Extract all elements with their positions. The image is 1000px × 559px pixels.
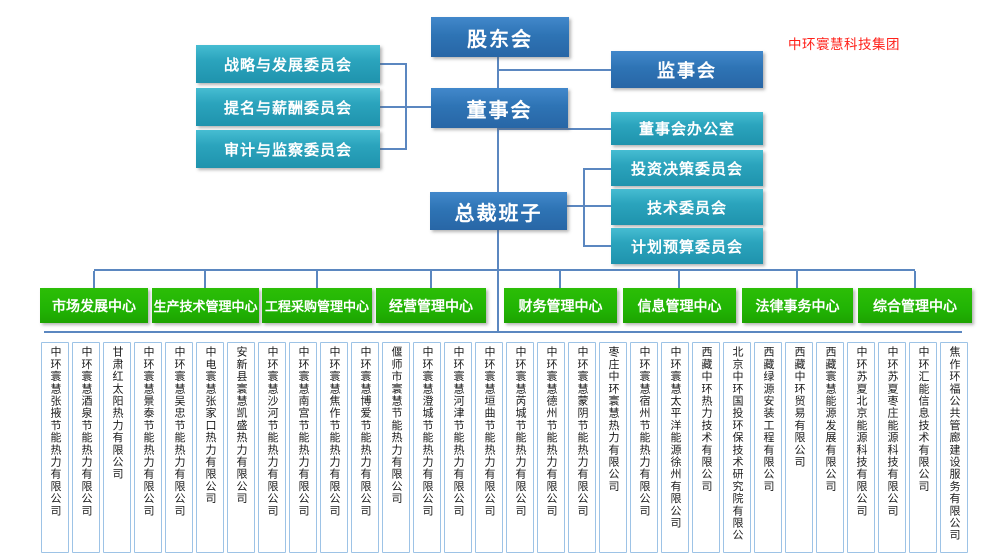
subsidiary-box: 中环寰慧吴忠节能热力有限公司 xyxy=(165,342,193,553)
committee-box: 审计与监察委员会 xyxy=(196,130,380,168)
connector-line xyxy=(316,271,318,288)
president-team-box: 总裁班子 xyxy=(430,192,567,230)
shareholders-meeting-box: 股东会 xyxy=(431,17,569,57)
subsidiary-box: 西藏寰慧能源发展有限公司 xyxy=(816,342,844,553)
committee-box: 投资决策委员会 xyxy=(611,150,763,186)
supervisory-board-box: 监事会 xyxy=(611,51,763,88)
connector-line xyxy=(94,269,915,271)
center-box: 工程采购管理中心 xyxy=(262,288,372,323)
connector-line xyxy=(497,69,611,71)
connector-line xyxy=(796,271,798,288)
connector-line xyxy=(380,106,431,108)
subsidiary-box: 中环寰慧澄城节能热力有限公司 xyxy=(413,342,441,553)
connector-line xyxy=(497,128,611,130)
committee-box: 董事会办公室 xyxy=(611,112,763,145)
subsidiary-box: 中环寰慧南宫节能热力有限公司 xyxy=(289,342,317,553)
connector-line xyxy=(583,168,612,170)
subsidiary-box: 西藏中环贸易有限公司 xyxy=(785,342,813,553)
connector-line xyxy=(559,271,561,288)
connector-line xyxy=(380,148,407,150)
center-box: 市场发展中心 xyxy=(40,288,148,323)
subsidiary-box: 中电寰慧张家口热力有限公司 xyxy=(196,342,224,553)
subsidiary-box: 中环汇能信息技术有限公司 xyxy=(909,342,937,553)
subsidiary-box: 北京中环国投环保技术研究院有限公司 xyxy=(723,342,751,553)
center-box: 经营管理中心 xyxy=(376,288,486,323)
connector-line xyxy=(497,128,499,192)
subsidiary-box: 中环寰慧张掖节能热力有限公司 xyxy=(41,342,69,553)
subsidiary-box: 中环苏夏枣庄能源科技有限公司 xyxy=(878,342,906,553)
subsidiary-box: 中环寰慧太平洋能源徐州有限公司 xyxy=(661,342,689,553)
connector-line xyxy=(678,271,680,288)
group-title: 中环寰慧科技集团 xyxy=(788,37,900,53)
center-box: 财务管理中心 xyxy=(504,288,617,323)
subsidiary-box: 西藏绿源安装工程有限公司 xyxy=(754,342,782,553)
connector-line xyxy=(567,205,612,207)
subsidiary-box: 中环寰慧芮城节能热力有限公司 xyxy=(506,342,534,553)
subsidiary-box: 中环寰慧博爱节能热力有限公司 xyxy=(351,342,379,553)
connector-line xyxy=(204,271,206,288)
connector-line xyxy=(380,63,407,65)
committee-box: 提名与薪酬委员会 xyxy=(196,88,380,126)
subsidiary-box: 焦作环福公共管廊建设服务有限公司 xyxy=(940,342,968,553)
board-of-directors-box: 董事会 xyxy=(431,88,568,128)
subsidiary-box: 偃师市寰慧节能热力有限公司 xyxy=(382,342,410,553)
committee-box: 战略与发展委员会 xyxy=(196,45,380,83)
subsidiary-box: 中环寰慧景泰节能热力有限公司 xyxy=(134,342,162,553)
subsidiary-box: 中环寰慧蒙阴节能热力有限公司 xyxy=(568,342,596,553)
connector-line xyxy=(583,168,585,247)
subsidiary-box: 中环寰慧沙河节能热力有限公司 xyxy=(258,342,286,553)
connector-line xyxy=(430,271,432,288)
connector-line xyxy=(497,57,499,88)
subsidiary-box: 中环寰慧垣曲节能热力有限公司 xyxy=(475,342,503,553)
subsidiary-box: 中环寰慧德州节能热力有限公司 xyxy=(537,342,565,553)
committee-box: 技术委员会 xyxy=(611,189,763,225)
subsidiary-box: 中环寰慧宿州节能热力有限公司 xyxy=(630,342,658,553)
center-box: 综合管理中心 xyxy=(858,288,972,323)
subsidiary-box: 枣庄中环寰慧热力有限公司 xyxy=(599,342,627,553)
subsidiary-box: 中环寰慧河津节能热力有限公司 xyxy=(444,342,472,553)
subsidiary-box: 西藏中环热力技术有限公司 xyxy=(692,342,720,553)
subsidiary-box: 中环寰慧焦作节能热力有限公司 xyxy=(320,342,348,553)
connector-line xyxy=(914,271,916,288)
center-box: 生产技术管理中心 xyxy=(152,288,259,323)
subsidiaries-row: 中环寰慧张掖节能热力有限公司 中环寰慧酒泉节能热力有限公司 甘肃红太阳热力有限公… xyxy=(41,342,968,553)
connector-line xyxy=(583,245,612,247)
committee-box: 计划预算委员会 xyxy=(611,228,763,264)
subsidiary-box: 甘肃红太阳热力有限公司 xyxy=(103,342,131,553)
connector-line xyxy=(93,271,95,288)
connector-line xyxy=(44,331,962,333)
subsidiary-box: 中环苏夏北京能源科技有限公司 xyxy=(847,342,875,553)
center-box: 法律事务中心 xyxy=(742,288,853,323)
subsidiary-box: 中环寰慧酒泉节能热力有限公司 xyxy=(72,342,100,553)
center-box: 信息管理中心 xyxy=(623,288,736,323)
subsidiary-box: 安新县寰慧凯盛热力有限公司 xyxy=(227,342,255,553)
connector-line xyxy=(497,230,499,332)
